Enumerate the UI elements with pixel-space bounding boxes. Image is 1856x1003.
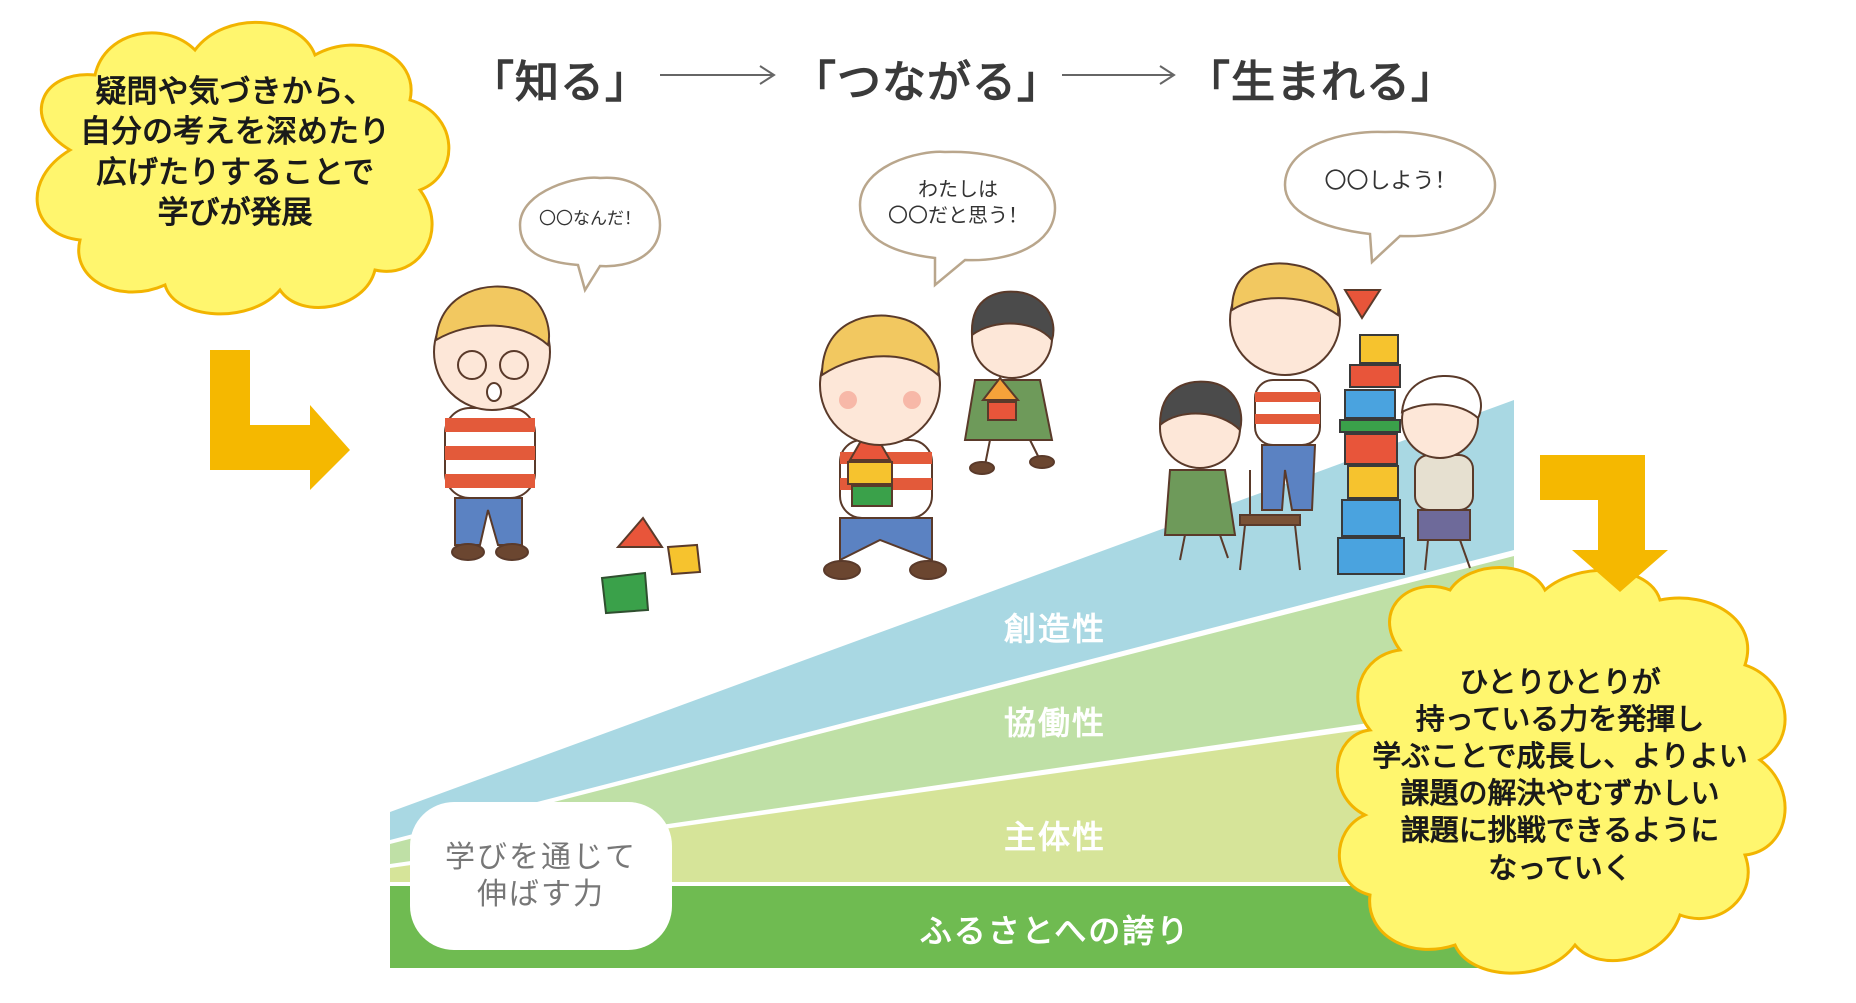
child-illustration-4: [1158, 380, 1243, 561]
speech-bubble-text-1: 〇〇なんだ！: [539, 209, 641, 229]
child-illustration-3: [963, 290, 1055, 475]
child-illustration-5: [1229, 262, 1382, 571]
child-illustration-2: [819, 314, 947, 580]
layer-label-collaboration: 協働性: [1003, 704, 1106, 742]
stage-title-connect: 「つながる」: [792, 57, 1062, 108]
cloud-right-shape: [1335, 566, 1787, 975]
speech-bubble-3: [1283, 130, 1497, 265]
child-illustration-1: [433, 285, 551, 561]
block-tower: [1337, 334, 1405, 575]
caption-box: 学びを通じて 伸ばす力: [410, 802, 672, 950]
stage-title-create: 「生まれる」: [1186, 57, 1456, 108]
stage-title-know: 「知る」: [470, 57, 650, 108]
bent-arrow-left: [210, 350, 350, 490]
layer-band-creativity: [390, 400, 1514, 840]
speech-bubble-2: [858, 150, 1057, 288]
cloud-left-text: 疑問や気づきから、 自分の考えを深めたり 広げたりすることで 学びが発展: [80, 74, 390, 231]
bent-arrow-right: [1540, 455, 1668, 592]
speech-bubble-text-2: わたしは 〇〇だと思う！: [888, 177, 1028, 227]
layer-label-creativity: 創造性: [1003, 610, 1106, 648]
scattered-blocks: [600, 516, 702, 615]
layer-label-pride: ふるさとへの誇り: [919, 912, 1191, 950]
child-illustration-6: [1400, 374, 1482, 571]
growth-wedge: [390, 400, 1514, 968]
cloud-right-text: ひとりひとりが 持っている力を発揮し 学ぶことで成長し、よりよい 課題の解決やむ…: [1372, 665, 1748, 885]
layer-label-independence: 主体性: [1003, 818, 1106, 856]
layer-band-collaboration: [390, 556, 1514, 864]
speech-bubble-text-3: 〇〇しよう！: [1324, 169, 1457, 194]
cloud-left-shape: [35, 20, 451, 316]
stage-arrow-1: [660, 65, 776, 85]
stage-arrow-2: [1062, 65, 1176, 85]
speech-bubble-1: [518, 176, 662, 294]
